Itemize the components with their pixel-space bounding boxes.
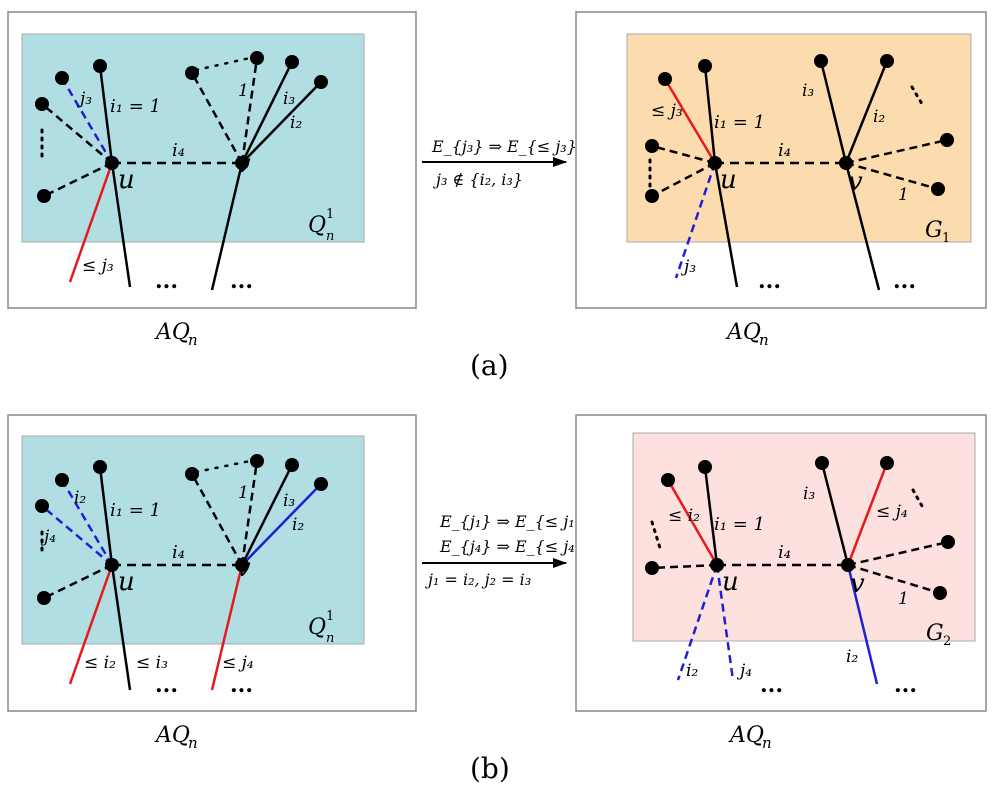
svg-text:G: G: [926, 621, 944, 646]
edge-label-i1: i₁ = 1: [110, 500, 161, 521]
vertex-v-label: v: [236, 149, 251, 179]
edge-label-i2-v: i₂: [846, 647, 858, 667]
edge-label-i2-bl: i₂: [686, 661, 698, 681]
transform-arrow-b: E_{j₁} ⇒ E_{≤ j₁} E_{j₄} ⇒ E_{≤ j₄} j₁ =…: [422, 512, 585, 589]
transform-arrow-a: E_{j₃} ⇒ E_{≤ j₃} j₃ ∉ {i₂, i₃}: [422, 137, 577, 189]
svg-text:G: G: [925, 218, 943, 243]
edge-label-i3: i₃: [802, 81, 814, 101]
edge-label-i1: i₁ = 1: [714, 112, 765, 133]
ellipsis-u: ...: [155, 672, 178, 698]
svg-text:n: n: [762, 734, 772, 752]
edge-label-j4-bl: j₄: [736, 661, 752, 681]
frame-label: AQ n: [154, 320, 198, 349]
arrow-b-line3: j₁ = i₂, j₂ = i₃: [425, 570, 531, 589]
qn1-region: [21, 33, 365, 243]
edge-label-i2-u: i₂: [74, 488, 86, 508]
edge-label-1: 1: [898, 589, 909, 609]
svg-text:Q: Q: [308, 213, 326, 238]
edge-label-j4-u: j₄: [40, 527, 56, 547]
frame-label: AQ n: [728, 723, 772, 752]
region-label: Q 1 n: [308, 207, 334, 244]
arrow-b-line2: E_{j₄} ⇒ E_{≤ j₄}: [439, 537, 585, 556]
ellipsis-v: ...: [230, 268, 253, 294]
vertex-u-label: u: [118, 165, 135, 195]
edge-label-i4: i₄: [172, 542, 185, 563]
arrow-a-bottom-label: j₃ ∉ {i₂, i₃}: [433, 170, 523, 189]
svg-text:2: 2: [943, 634, 951, 649]
svg-text:AQ: AQ: [154, 320, 190, 345]
edge-label-i3: i₃: [803, 484, 815, 504]
edge-label-le-i2: ≤ i₂: [668, 506, 700, 526]
region-label: Q 1 n: [308, 609, 334, 646]
ellipsis-u: ...: [155, 268, 178, 294]
vertex-u-label: u: [720, 165, 737, 195]
edge-label-1: 1: [898, 185, 909, 205]
svg-text:n: n: [188, 331, 198, 349]
g1-region: [626, 33, 972, 243]
svg-text:1: 1: [942, 231, 950, 246]
ellipsis-u: ...: [760, 672, 783, 698]
edge-label-1: 1: [238, 81, 249, 101]
svg-text:Q: Q: [308, 615, 326, 640]
vertex-u-label: u: [722, 567, 739, 597]
edge-label-le-j3: ≤ j₃: [651, 101, 683, 121]
svg-text:1: 1: [326, 207, 334, 222]
vertex-u-label: u: [118, 567, 135, 597]
region-label: G 2: [926, 621, 951, 649]
edge-label-i2-v: i₂: [292, 515, 304, 535]
edge-label-i2: i₂: [873, 107, 885, 127]
region-label: G 1: [925, 218, 950, 246]
ellipsis-v: ...: [893, 268, 916, 294]
panel-a-left: u v i₁ = 1 i₄ j₃ 1 i₃ i₂ ≤ j₃ ... ... Q …: [7, 11, 417, 349]
edge-label-j3: j₃: [680, 257, 696, 277]
edge-label-le-j4: ≤ j₄: [222, 653, 254, 673]
edge-label-i1: i₁ = 1: [110, 96, 161, 117]
caption-a: (a): [470, 349, 509, 382]
panel-b-left: u v i₁ = 1 i₄ i₂ j₄ 1 i₃ i₂ ≤ i₂ ≤ i₃ ≤ …: [7, 414, 417, 752]
svg-text:AQ: AQ: [725, 320, 761, 345]
ellipsis-u: ...: [758, 268, 781, 294]
ellipsis-v: ...: [894, 672, 917, 698]
caption-b: (b): [470, 752, 510, 785]
edge-label-le-i2: ≤ i₂: [84, 653, 116, 673]
g2-region: [632, 432, 976, 642]
frame-label: AQ n: [154, 723, 198, 752]
svg-text:n: n: [188, 734, 198, 752]
vertex-v-label: v: [236, 553, 251, 583]
edge-label-1: 1: [238, 483, 249, 503]
edge-label-i3: i₃: [283, 89, 295, 109]
panel-a-right: u v i₁ = 1 i₄ ≤ j₃ i₃ i₂ 1 j₃ ... ... G …: [575, 11, 987, 349]
arrow-a-top-label: E_{j₃} ⇒ E_{≤ j₃}: [431, 137, 577, 156]
edge-label-i4: i₄: [172, 140, 185, 161]
edge-label-j3: j₃: [76, 89, 92, 109]
vertex-v-label: v: [848, 167, 863, 197]
svg-text:n: n: [759, 331, 769, 349]
svg-text:n: n: [326, 229, 334, 244]
svg-text:AQ: AQ: [728, 723, 764, 748]
svg-text:1: 1: [326, 609, 334, 624]
edge-label-i3: i₃: [283, 491, 295, 511]
edge-label-i1: i₁ = 1: [714, 514, 765, 535]
vertex-v-label: v: [850, 569, 865, 599]
arrow-b-line1: E_{j₁} ⇒ E_{≤ j₁}: [439, 512, 585, 531]
svg-text:n: n: [326, 631, 334, 646]
panel-b-right: u v i₁ = 1 i₄ ≤ i₂ i₃ ≤ j₄ 1 i₂ j₄ i₂ ..…: [575, 414, 987, 752]
edge-label-le-i3: ≤ i₃: [136, 653, 168, 673]
edge-label-le-j4: ≤ j₄: [876, 502, 908, 522]
edge-label-i4: i₄: [778, 542, 791, 563]
svg-text:AQ: AQ: [154, 723, 190, 748]
edge-label-i2: i₂: [290, 113, 302, 133]
edge-label-le-j3: ≤ j₃: [82, 256, 114, 276]
ellipsis-v: ...: [230, 672, 253, 698]
frame-label: AQ n: [725, 320, 769, 349]
edge-label-i4: i₄: [778, 140, 791, 161]
